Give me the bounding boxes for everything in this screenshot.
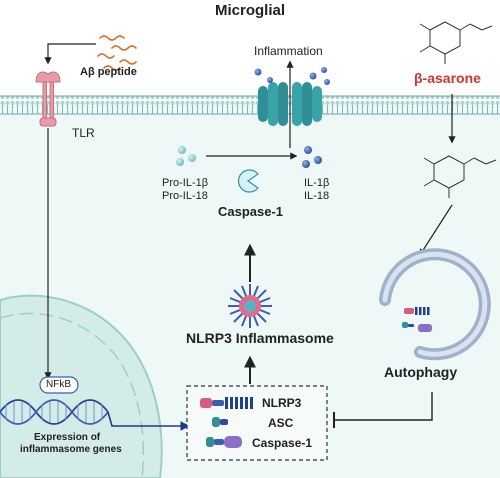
inhibition-line: [334, 392, 433, 421]
il1b-label: IL-1β: [304, 177, 330, 189]
asarone-inside-icon: [423, 155, 497, 198]
channel-icon: [258, 82, 322, 126]
expression-label-1: Expression of: [34, 432, 101, 443]
pro-il18-label: Pro-IL-18: [162, 190, 208, 202]
il18-label: IL-18: [304, 190, 330, 202]
abeta-peptide-icon: [97, 35, 137, 71]
dna-icon: [0, 399, 109, 425]
inflammation-label: Inflammation: [254, 44, 323, 58]
autophagy-label: Autophagy: [384, 364, 458, 380]
released-cytokines: [254, 67, 330, 85]
caspase1-protein-icon: [206, 436, 242, 448]
expression-arrow: [107, 411, 190, 431]
cell-membrane: [0, 96, 500, 114]
box-nlrp3-label: NLRP3: [262, 396, 302, 410]
diagram-title: Microglial: [214, 2, 285, 19]
caspase-icon: [237, 169, 259, 193]
mature-cytokines: [302, 146, 322, 168]
pro-cytokines: [176, 146, 196, 166]
nfkb-label: NFkB: [46, 379, 71, 390]
nlrp3-protein-icon: [200, 397, 253, 409]
asc-protein-icon: [212, 417, 228, 427]
pro-il1b-label: Pro-IL-1β: [162, 177, 209, 189]
box-asc-label: ASC: [268, 416, 294, 430]
inflammasome-icon: [228, 284, 272, 328]
asarone-to-autophagy-arrow: [419, 204, 453, 257]
autophagosome-icon: [379, 248, 491, 361]
inflammasome-label: NLRP3 Inflammasome: [186, 330, 334, 346]
asarone-label: β-asarone: [414, 70, 481, 86]
abeta-arrow: [44, 43, 96, 65]
expression-label-2: inflammasome genes: [20, 444, 122, 455]
nucleus: [0, 294, 163, 478]
asarone-molecule-icon: [419, 21, 493, 64]
box-caspase1-label: Caspase-1: [252, 436, 313, 450]
tlr-receptor-icon: [35, 71, 61, 127]
caspase1-label: Caspase-1: [218, 204, 284, 219]
tlr-label: TLR: [72, 126, 95, 140]
nfkb-badge: [39, 376, 79, 394]
abeta-label: Aβ peptide: [80, 66, 137, 78]
